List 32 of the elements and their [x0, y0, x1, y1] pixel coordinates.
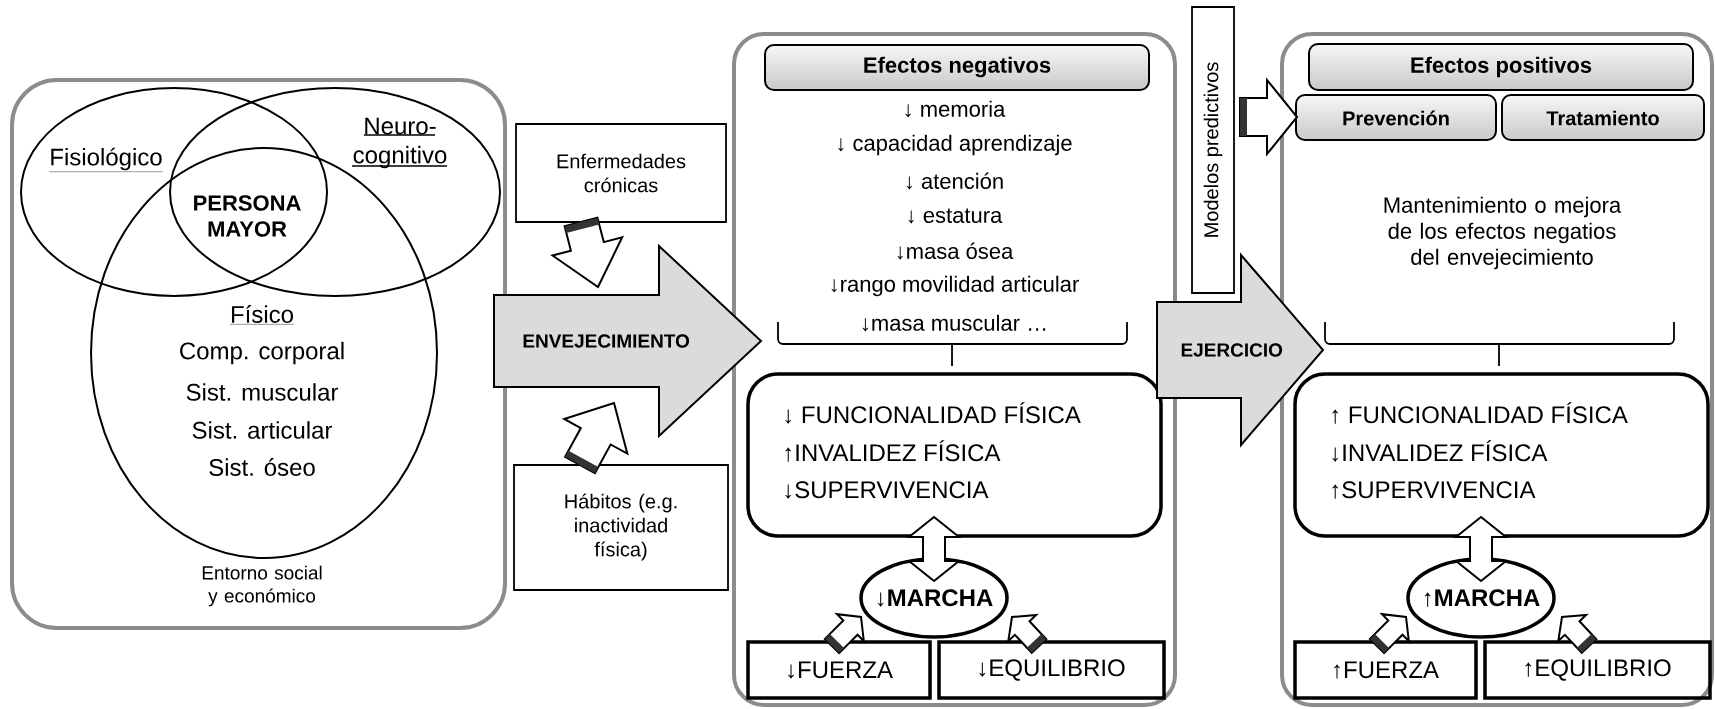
- header-box: Efectos positivos: [1308, 43, 1694, 91]
- effect-text: ↓rango movilidad articular: [831, 275, 1079, 297]
- effect-text: ↓masa muscular …: [862, 314, 1046, 332]
- text-box: ↓EQUILIBRIO: [937, 640, 1166, 700]
- block-arrow: [1368, 612, 1411, 655]
- block-arrow: [550, 216, 625, 289]
- text-box: Enfermedades crónicas: [515, 123, 727, 223]
- tab-box: Tratamiento: [1501, 94, 1705, 141]
- edge-label: ENVEJECIMIENTO: [523, 334, 690, 348]
- header-box: Efectos negativos: [764, 44, 1150, 91]
- block-arrow: [493, 243, 763, 439]
- result-box: ↑ FUNCIONALIDAD FÍSICA ↓INVALIDEZ FÍSICA ↑SUPERVIVENCIA: [1293, 372, 1710, 538]
- text-box: Modelos predictivos: [1191, 6, 1235, 294]
- text-box: ↑FUERZA: [1293, 640, 1478, 700]
- text-box: ↓FUERZA: [746, 640, 932, 700]
- effect-text: ↓ capacidad aprendizaje: [838, 134, 1072, 156]
- description-text: Mantenimiento o mejora de los efectos negatios del envejecimiento: [1384, 196, 1622, 270]
- block-arrow: [1239, 77, 1299, 157]
- block-arrow: [1156, 252, 1325, 448]
- tab-box: Prevención: [1295, 94, 1497, 141]
- effect-text: ↓ memoria: [905, 100, 1006, 118]
- effect-text: ↓ estatura: [908, 208, 1003, 224]
- effect-text: ↓masa ósea: [897, 242, 1014, 260]
- edge-label: EJERCICIO: [1181, 343, 1283, 357]
- block-arrow: [823, 612, 866, 655]
- text-box: ↑EQUILIBRIO: [1483, 640, 1712, 700]
- result-box: ↓ FUNCIONALIDAD FÍSICA ↑INVALIDEZ FÍSICA ↓SUPERVIVENCIA: [746, 372, 1163, 538]
- block-arrow: [561, 401, 629, 475]
- effect-text: ↓ atención: [906, 172, 1003, 190]
- caption-text: Entorno social y económico: [202, 565, 322, 607]
- text-box: Hábitos (e.g. inactividad física): [513, 464, 729, 591]
- venn-label: PERSONA MAYOR: [194, 195, 301, 237]
